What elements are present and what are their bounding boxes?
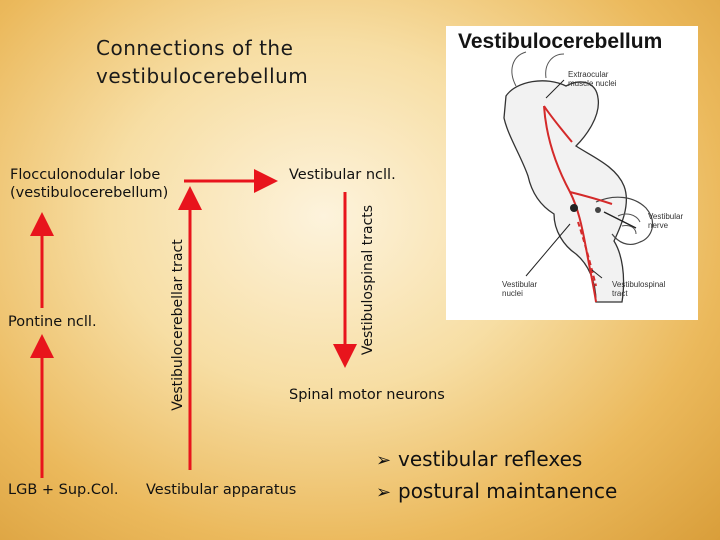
vestibulospinal-tracts-label: Vestibulospinal tracts bbox=[360, 204, 376, 356]
bullet-text: postural maintanence bbox=[398, 479, 618, 503]
lgb-supcol-label: LGB + Sup.Col. bbox=[8, 482, 119, 498]
brain-figure bbox=[446, 26, 698, 320]
vestibulospinal-tract-label: Vestibulospinal tract bbox=[612, 280, 665, 298]
arrow-bullet-icon: ➢ bbox=[376, 450, 392, 471]
nuclei-pointer bbox=[525, 223, 571, 277]
bullet-text: vestibular reflexes bbox=[398, 447, 583, 471]
extraocular-line-2: muscle nuclei bbox=[568, 79, 617, 88]
extraocular-line-1: Extraocular bbox=[568, 70, 609, 79]
brain-illustration bbox=[503, 51, 654, 303]
cerebellum-folia bbox=[595, 196, 654, 246]
extraocular-pointer bbox=[545, 79, 565, 99]
arrow-bullet-icon: ➢ bbox=[376, 482, 392, 503]
midbrain-lines bbox=[511, 51, 565, 87]
vestibular-nuclei-line-1: Vestibular bbox=[502, 280, 538, 289]
spinal-motor-neurons-label: Spinal motor neurons bbox=[289, 387, 445, 403]
vestibulospinal-line-1: Vestibulospinal bbox=[612, 280, 666, 289]
vestibular-ncll-label: Vestibular ncll. bbox=[289, 167, 396, 183]
vestibular-nerve-label: Vestibular nerve bbox=[648, 212, 683, 230]
extraocular-label: Extraocular muscle nuclei bbox=[568, 70, 616, 88]
figure-title: Vestibulocerebellum bbox=[458, 30, 663, 53]
flocculonodular-line-2: (vestibulocerebellum) bbox=[10, 185, 169, 201]
bullet-item: ➢ postural maintanence bbox=[376, 476, 617, 508]
vestibular-apparatus-label: Vestibular apparatus bbox=[146, 482, 297, 498]
bullet-item: ➢ vestibular reflexes bbox=[376, 444, 617, 476]
title-line-1: Connections of the bbox=[96, 36, 294, 60]
vestibulospinal-line-2: tract bbox=[612, 289, 628, 298]
vestibular-nuclei-label: Vestibular nuclei bbox=[502, 280, 537, 298]
flocculonodular-line-1: Flocculonodular lobe bbox=[10, 167, 161, 183]
nerve-dot bbox=[595, 207, 601, 213]
pontine-ncll-label: Pontine ncll. bbox=[8, 314, 97, 330]
tract-pointer bbox=[591, 269, 603, 279]
bullet-list: ➢ vestibular reflexes ➢ postural maintanen… bbox=[376, 444, 617, 508]
vestibulocerebellar-tract-label: Vestibulocerebellar tract bbox=[170, 239, 186, 411]
slide-title: Connections of the vestibulocerebellum bbox=[96, 34, 308, 90]
descending-tract bbox=[577, 221, 597, 287]
vestibular-nerve-line-2: nerve bbox=[648, 221, 669, 230]
vestibular-pathway bbox=[543, 105, 597, 303]
vestibular-nerve-arrow bbox=[603, 211, 637, 229]
flocculonodular-lobe-label: Flocculonodular lobe (vestibulocerebellu… bbox=[10, 166, 168, 202]
vestibular-nuclei-line-2: nuclei bbox=[502, 289, 523, 298]
folia-detail bbox=[617, 213, 641, 235]
vestibular-nerve-line-1: Vestibular bbox=[648, 212, 684, 221]
vestibular-pathway-branch bbox=[543, 105, 613, 205]
vestibular-nucleus-dot bbox=[570, 204, 578, 212]
brainstem-outline bbox=[503, 80, 628, 303]
title-line-2: vestibulocerebellum bbox=[96, 64, 309, 88]
